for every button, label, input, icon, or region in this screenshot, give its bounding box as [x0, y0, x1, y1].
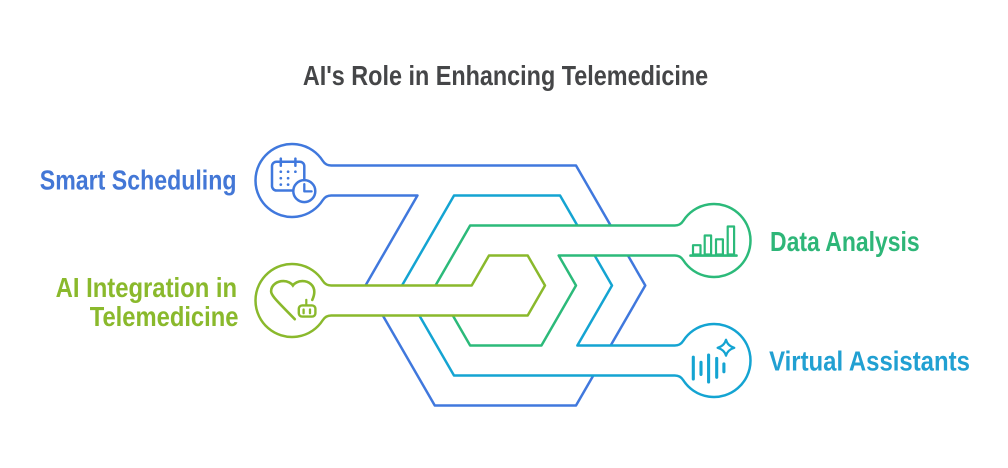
svg-text:AI's Role in Enhancing Telemed: AI's Role in Enhancing Telemedicine — [303, 60, 708, 91]
svg-text:Virtual Assistants: Virtual Assistants — [769, 345, 970, 376]
svg-text:AI Integration in: AI Integration in — [56, 272, 238, 303]
svg-text:Data Analysis: Data Analysis — [770, 226, 920, 257]
svg-text:Telemedicine: Telemedicine — [90, 301, 239, 332]
svg-text:Smart Scheduling: Smart Scheduling — [40, 165, 237, 196]
